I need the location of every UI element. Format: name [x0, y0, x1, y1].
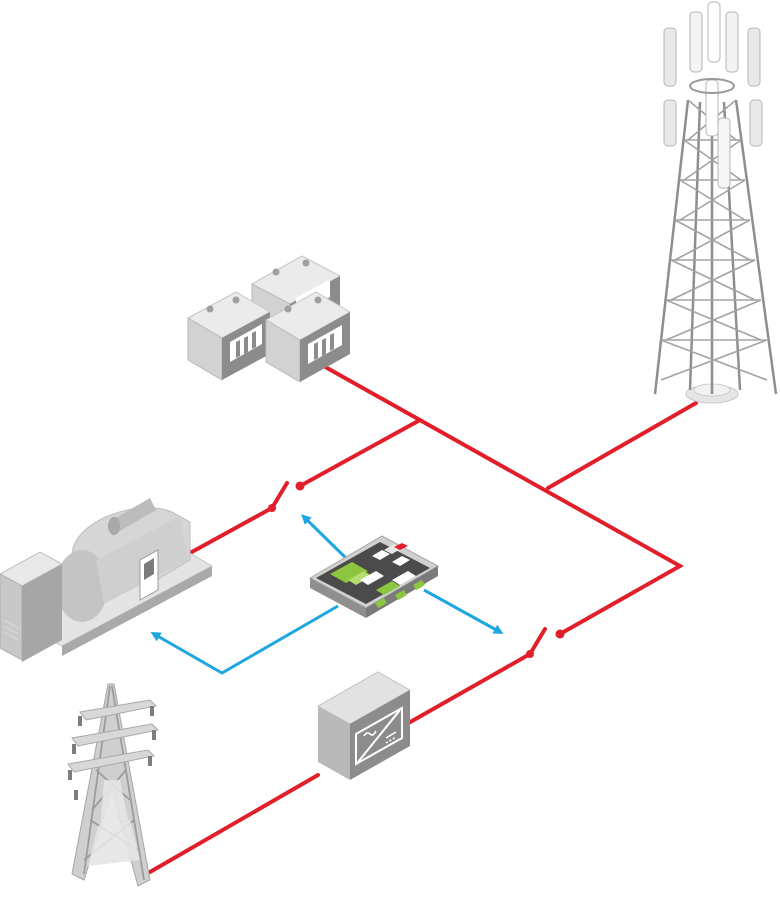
- battery-bank-icon: [186, 255, 352, 383]
- control-to-grid-breaker-arrow: [423, 588, 504, 634]
- control-to-generator-breaker-arrow: [301, 514, 350, 562]
- generator-icon: [0, 498, 214, 662]
- grid-breaker: [526, 627, 565, 658]
- cell-tower-icon: [653, 1, 778, 404]
- generator-branch-line: [298, 418, 422, 488]
- generator-feed-line: [188, 506, 274, 555]
- battery-line: [318, 362, 685, 636]
- inverter-icon: [316, 671, 412, 780]
- battery-left: [186, 291, 272, 381]
- control-lines: [150, 514, 504, 675]
- inverter-to-pylon-line: [148, 773, 320, 874]
- grid-breaker-to-inverter-line: [403, 652, 532, 727]
- power-lines: [148, 362, 698, 874]
- controller-module-icon: [308, 535, 440, 618]
- transmission-pylon-icon: [67, 683, 160, 887]
- battery-front: [264, 291, 352, 383]
- control-to-generator-arrow: [150, 604, 339, 675]
- generator-breaker: [268, 481, 305, 512]
- tower-line: [546, 401, 698, 490]
